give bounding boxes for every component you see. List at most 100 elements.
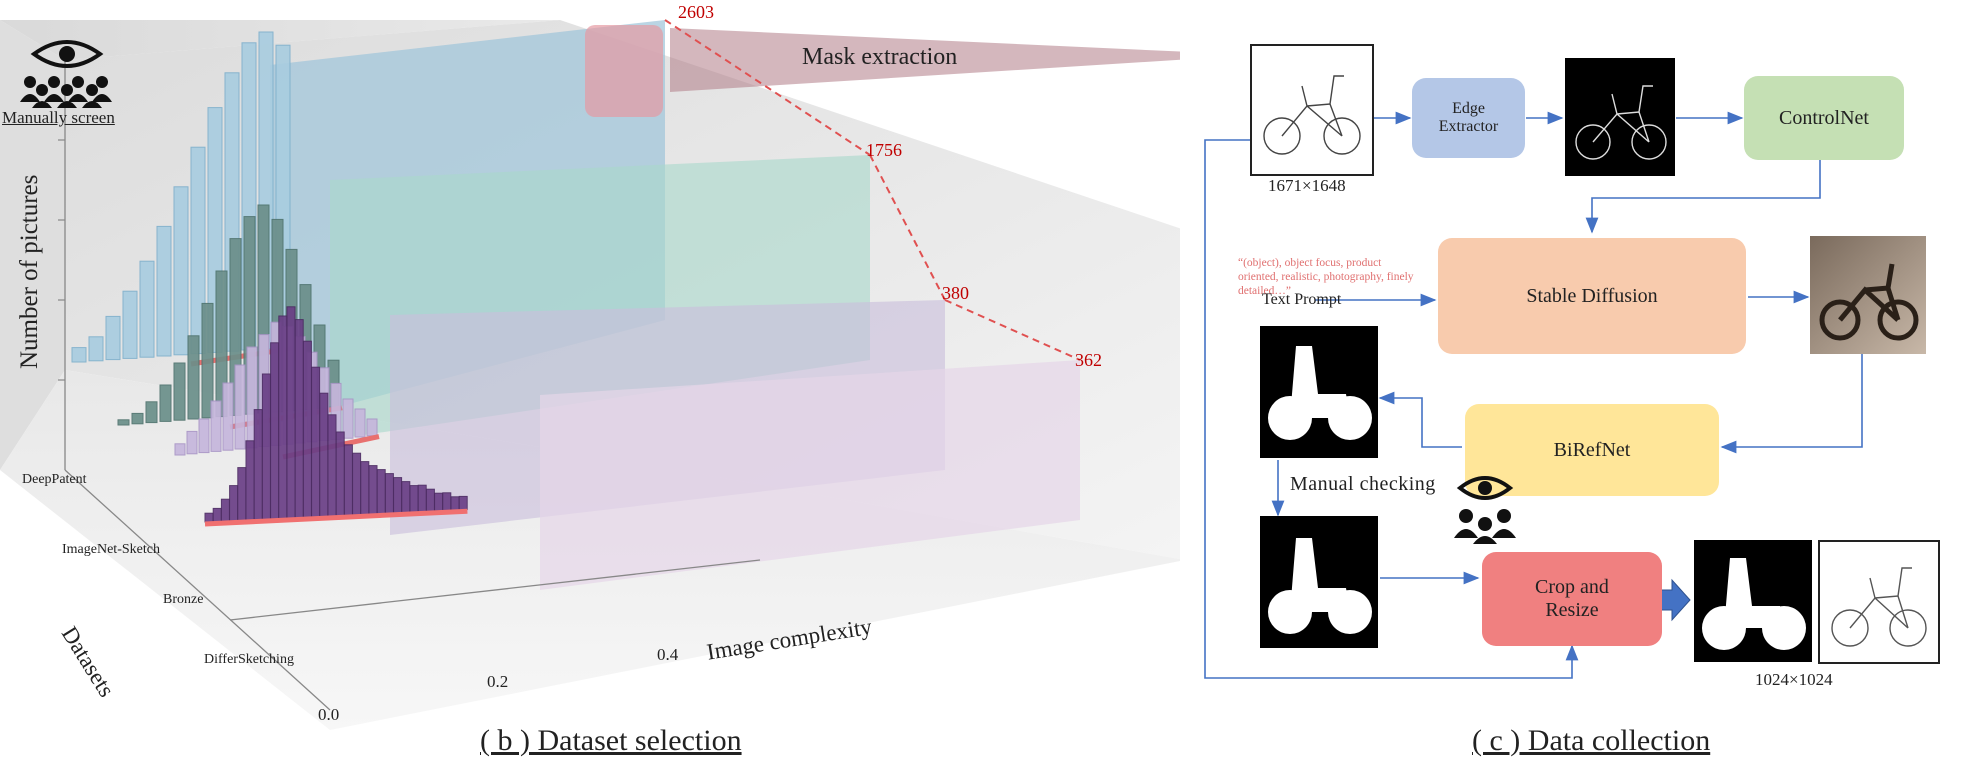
dataset-label-differ: DifferSketching (204, 652, 294, 667)
generated-render-image (1810, 236, 1926, 354)
eye-group-icon (1440, 472, 1530, 544)
prompt-text: “(object), object focus, product oriente… (1238, 257, 1414, 297)
bar (393, 477, 403, 514)
bar (376, 469, 386, 515)
mask-highlight (585, 25, 663, 117)
panel-differ-plane (540, 360, 1080, 590)
bar (229, 485, 239, 522)
bar (401, 481, 411, 513)
bar (368, 465, 378, 515)
bar (204, 512, 214, 523)
arrow-birefnet-mask (1378, 391, 1462, 448)
bar (434, 492, 444, 512)
bar (343, 444, 353, 516)
bar (212, 507, 222, 523)
bar (342, 398, 354, 439)
bar (319, 392, 329, 517)
bar (186, 430, 198, 455)
y-ticks (58, 139, 65, 381)
y-axis-label: Number of pictures (16, 174, 43, 369)
bar (159, 384, 172, 422)
count-connectors (664, 19, 1081, 361)
bar (245, 440, 255, 521)
bar (354, 408, 366, 438)
connector-1 (664, 19, 871, 156)
bar (220, 498, 230, 522)
bar (71, 347, 87, 363)
bar (417, 484, 427, 513)
eye-crowd-icon (12, 36, 122, 108)
bar (425, 488, 435, 512)
bar (237, 467, 247, 521)
bar (173, 186, 189, 356)
crop-resize-box: Crop and Resize (1482, 552, 1662, 646)
histogram-bars (71, 31, 468, 527)
panel-differ (540, 360, 1080, 590)
birefnet-box: BiRefNet (1465, 404, 1719, 496)
caption-b: ( b ) Dataset selection (480, 724, 742, 757)
dataset-selection-chart (0, 19, 1180, 730)
arrow-render-birefnet (1720, 352, 1863, 454)
controlnet-box: ControlNet (1744, 76, 1904, 160)
bar (360, 461, 370, 515)
x-axis (229, 559, 761, 621)
mask-extraction-label: Mask extraction (802, 44, 958, 70)
bar (139, 260, 155, 358)
stable-diffusion-box: Stable Diffusion (1438, 238, 1746, 354)
count-label-bronze: 380 (942, 283, 969, 303)
input-sketch-image (1250, 44, 1374, 176)
bar (222, 382, 234, 451)
text-prompt-label: Text Prompt (1262, 291, 1342, 308)
bar (286, 306, 296, 519)
bar (88, 336, 104, 362)
dataset-label-deeppatent: DeepPatent (22, 472, 87, 487)
bar (302, 340, 312, 518)
top-wall (0, 20, 560, 60)
bar (384, 473, 394, 514)
connector-3 (944, 299, 1081, 361)
axes (64, 60, 761, 711)
output-mask-image (1694, 540, 1812, 662)
bar (187, 335, 200, 420)
bar (198, 418, 210, 454)
bar (458, 495, 468, 511)
manually-screen-label: Manually screen (2, 108, 115, 127)
bar (234, 364, 246, 450)
count-label-deeppatent: 2603 (678, 2, 714, 22)
bar (105, 315, 121, 361)
bar (122, 290, 138, 359)
bar (335, 431, 345, 517)
bar (409, 485, 419, 513)
checked-mask-image (1260, 516, 1378, 648)
count-label-imagenet: 1756 (866, 140, 902, 160)
bar (201, 302, 214, 419)
bar (311, 366, 321, 518)
edge-sketch-image (1565, 58, 1675, 176)
input-size-label: 1671×1648 (1268, 176, 1346, 195)
manual-checking-label: Manual checking (1290, 473, 1436, 495)
bar (352, 452, 362, 516)
z-axis (64, 469, 331, 711)
bar (366, 418, 378, 437)
selection-baseline (204, 508, 468, 527)
x-tick-2: 0.4 (657, 645, 679, 664)
mask-image (1260, 326, 1378, 458)
connector-2 (869, 154, 946, 301)
bar (261, 373, 271, 520)
output-sketch-image (1818, 540, 1940, 664)
bar (173, 362, 186, 421)
dataset-label-bronze: Bronze (163, 592, 204, 607)
bar (131, 412, 144, 425)
bar (253, 409, 263, 521)
dataset-label-imagenet: ImageNet-Sketch (62, 542, 160, 557)
series-differsketching (204, 306, 468, 527)
bar (294, 319, 304, 519)
bar (442, 492, 452, 511)
x-tick-1: 0.2 (487, 672, 509, 691)
output-size-label: 1024×1024 (1755, 670, 1833, 689)
bar (145, 401, 158, 424)
left-wall (0, 20, 65, 470)
count-label-differ: 362 (1075, 350, 1102, 370)
bar (327, 414, 337, 517)
